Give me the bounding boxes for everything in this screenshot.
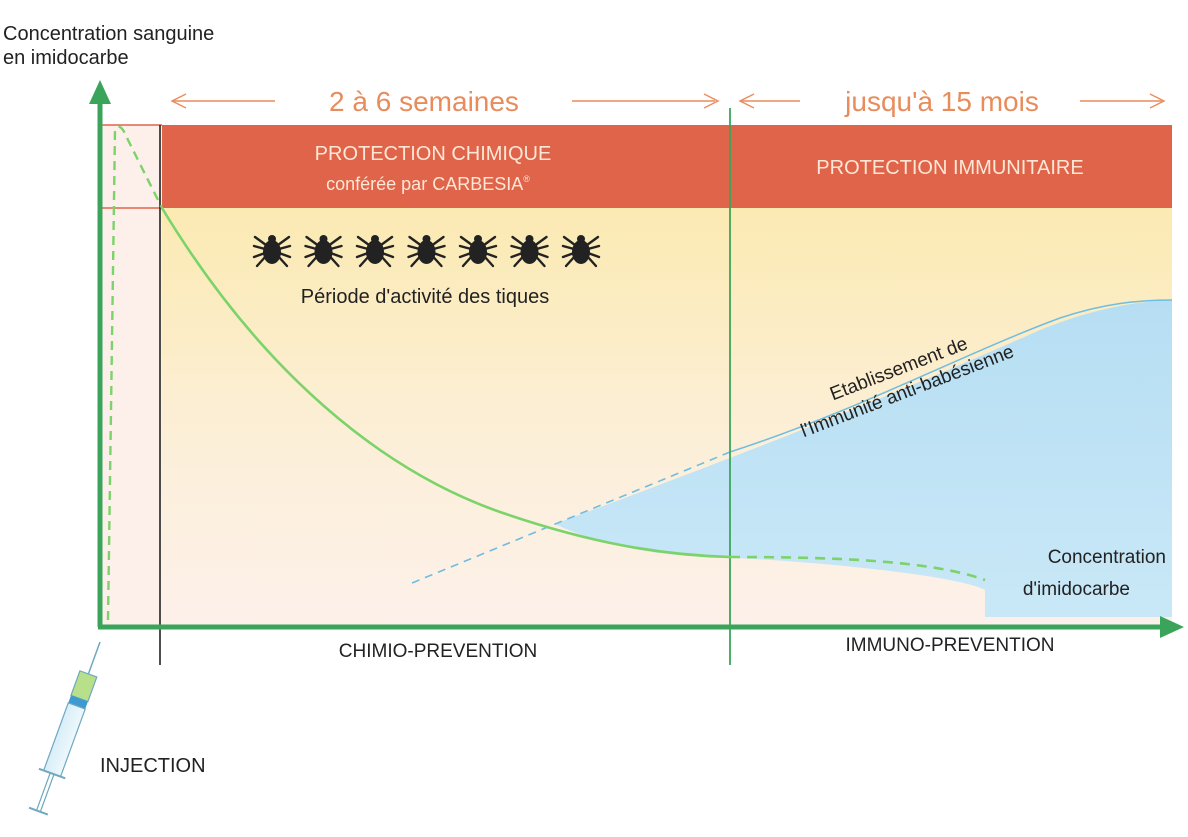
tick-icon	[355, 235, 395, 268]
concentration-curve-dashed	[729, 555, 986, 582]
registered-mark: ®	[523, 174, 530, 184]
immunity-curve	[729, 299, 1173, 453]
tick-icon	[252, 235, 292, 268]
injection-label: INJECTION	[100, 755, 206, 777]
tick-icon	[304, 235, 343, 268]
chemical-protection-label: PROTECTION CHIMIQUE	[315, 143, 552, 165]
period-arrow-first	[170, 93, 720, 109]
period-first-label: 2 à 6 semaines	[329, 86, 519, 117]
tick-icon	[561, 235, 601, 268]
period-second-label: jusqu'à 15 mois	[844, 86, 1039, 117]
syringe-icon	[28, 641, 101, 816]
period-arrow-second	[738, 93, 1166, 109]
protection-band	[162, 125, 1172, 208]
immuno-prevention-label: IMMUNO-PREVENTION	[846, 635, 1055, 656]
concentration-peak-dashed	[106, 125, 164, 621]
immunity-curve-dashed	[411, 451, 731, 584]
immunity-area	[555, 300, 1172, 617]
tick-icon	[510, 235, 549, 268]
tick-icon	[407, 235, 446, 268]
ticks-group	[252, 235, 601, 268]
chemo-prevention-label: CHIMIO-PREVENTION	[339, 641, 537, 662]
immune-protection-label: PROTECTION IMMUNITAIRE	[816, 157, 1083, 179]
y-axis-label-line2: en imidocarbe	[3, 47, 129, 69]
concentration-label-line1: Concentration	[1048, 547, 1166, 568]
x-axis-arrow	[1160, 616, 1184, 638]
y-axis-label-line1: Concentration sanguine	[3, 23, 214, 45]
chemical-protection-sublabel: conférée par CARBESIA®	[326, 174, 530, 194]
y-axis-arrow	[89, 80, 111, 104]
tick-activity-label: Période d'activité des tiques	[301, 286, 549, 308]
tick-icon	[458, 235, 498, 268]
concentration-label-line2: d'imidocarbe	[1023, 579, 1130, 600]
concentration-curve	[160, 207, 731, 559]
